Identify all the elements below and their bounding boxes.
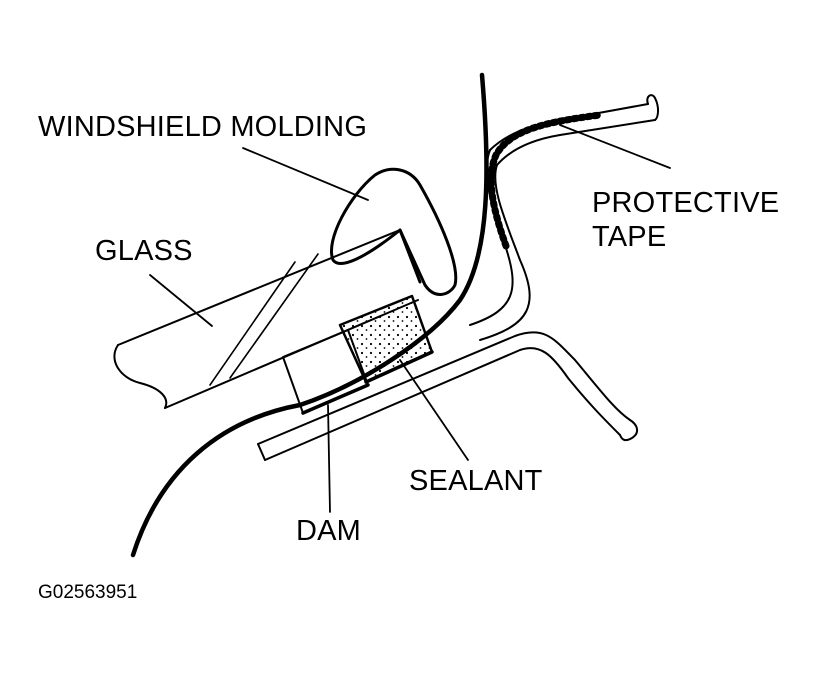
glass-left-break — [113, 344, 168, 409]
protective-tape-edge — [490, 114, 601, 247]
roof-panel-lower-line — [496, 119, 656, 166]
glass-highlight-2 — [229, 253, 319, 379]
glass-highlight-1 — [209, 261, 296, 386]
windshield-molding — [330, 167, 458, 296]
figure-id: G02563951 — [38, 582, 138, 603]
dam-base-line — [301, 383, 370, 415]
sealant-fill — [338, 294, 434, 384]
leader-windshield-molding — [242, 147, 369, 201]
glass-top-edge — [117, 229, 401, 346]
leader-sealant — [399, 359, 469, 461]
label-protective-tape-line1: PROTECTIVE — [592, 187, 780, 219]
roof-panel-curve-inner — [479, 164, 531, 341]
pinch-weld-lower-line — [264, 347, 621, 461]
label-windshield-molding: WINDSHIELD MOLDING — [38, 111, 368, 143]
roof-panel-upper-line — [489, 103, 649, 151]
label-glass: GLASS — [95, 235, 193, 267]
leader-dam — [327, 404, 331, 513]
windshield-molding-inner — [398, 228, 422, 284]
pinch-weld-right-break — [619, 419, 638, 442]
label-dam: DAM — [296, 515, 362, 547]
sealant-base-line — [364, 350, 434, 384]
leader-protective-tape — [559, 124, 671, 169]
pinch-weld-upper-line — [257, 331, 631, 445]
pinch-weld-left-end — [257, 443, 266, 461]
roof-panel-break — [646, 94, 659, 121]
leader-glass — [149, 274, 213, 327]
label-protective-tape-line2: TAPE — [592, 221, 667, 253]
label-sealant: SEALANT — [409, 465, 543, 497]
